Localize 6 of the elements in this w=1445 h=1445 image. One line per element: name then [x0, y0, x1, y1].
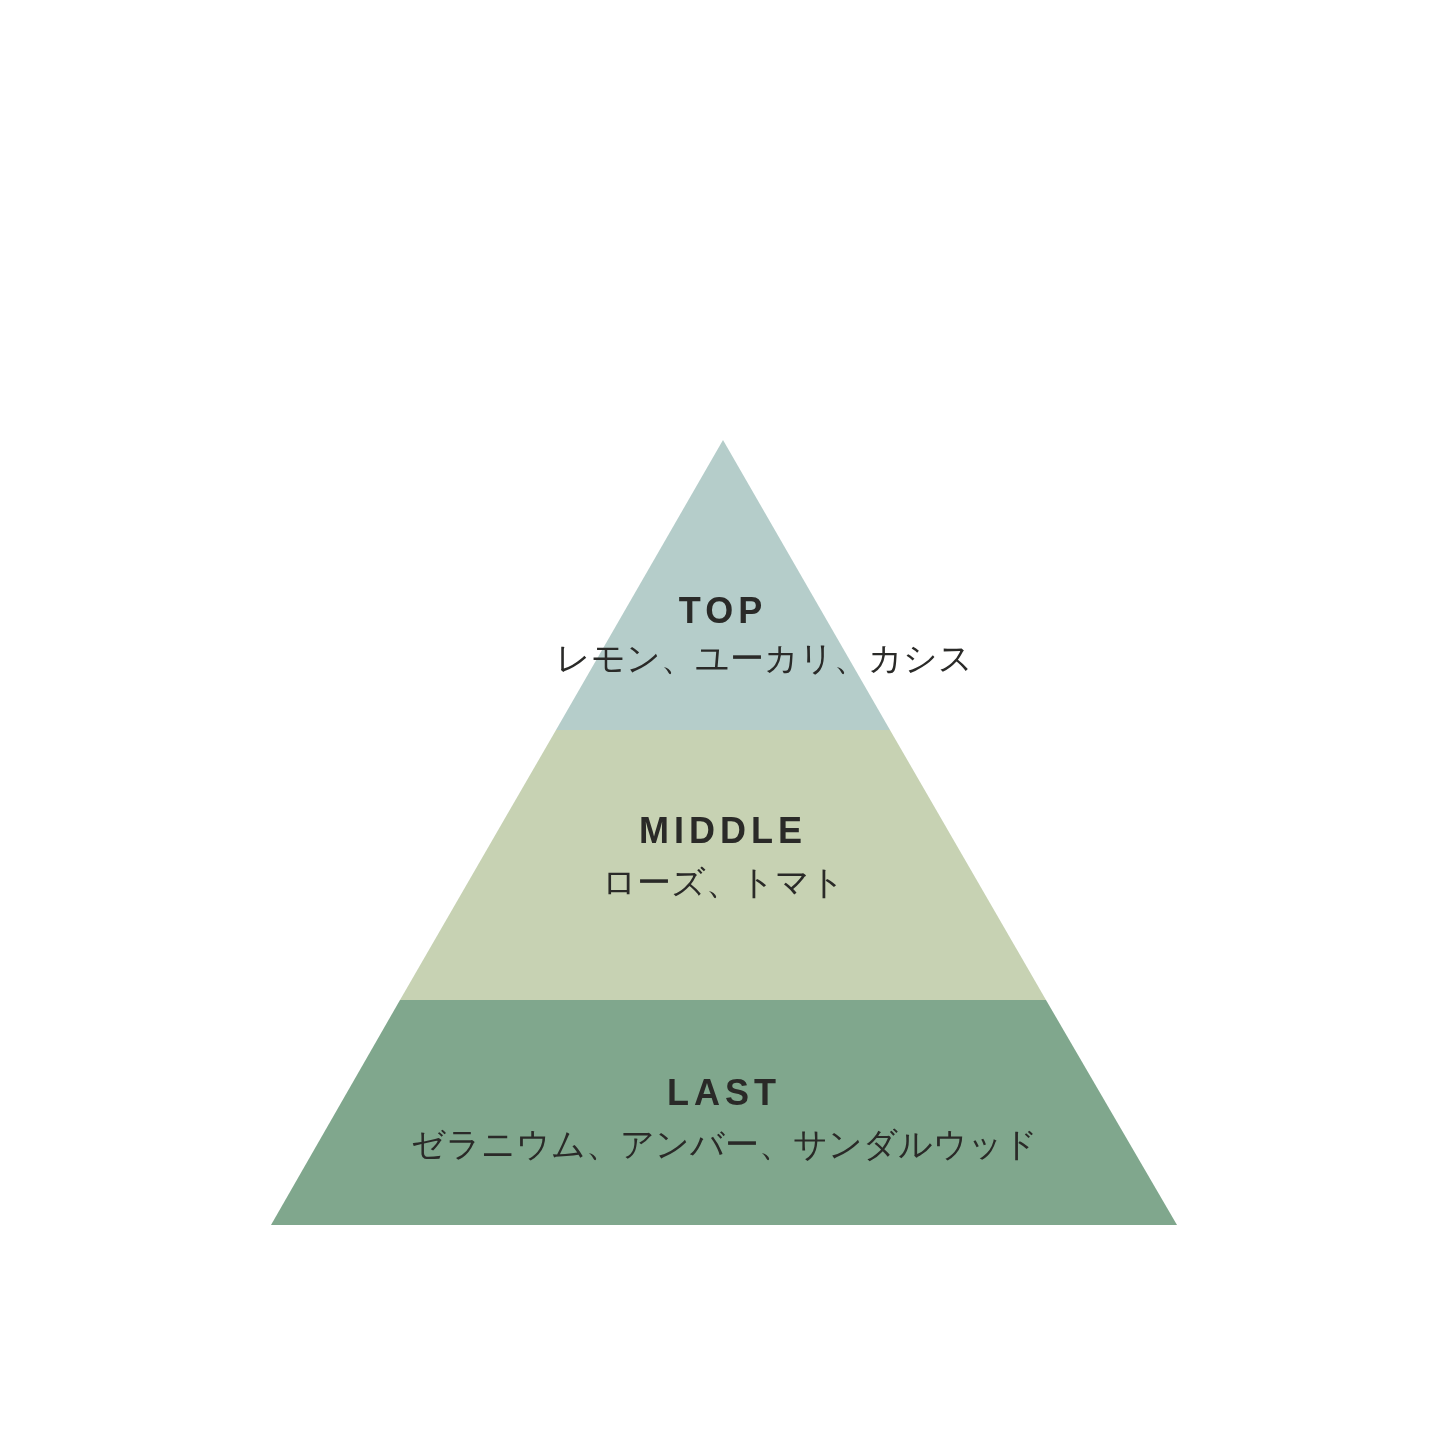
tier-heading: TOP: [678, 590, 768, 632]
note-list: ローズ、トマト: [601, 860, 845, 906]
note-list: レモン、ユーカリ、カシス: [556, 636, 973, 682]
note-list: ゼラニウム、アンバー、サンダルウッド: [410, 1122, 1038, 1168]
tier-heading: MIDDLE: [639, 810, 807, 852]
tier-heading: LAST: [667, 1072, 781, 1114]
